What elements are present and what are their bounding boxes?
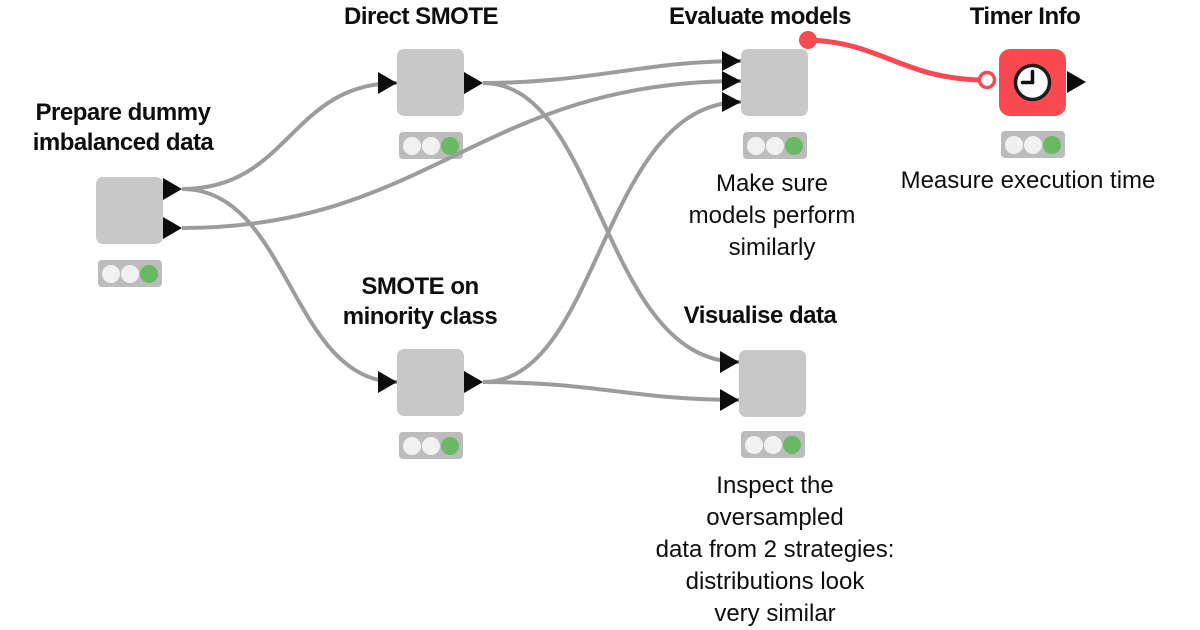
connector-smote-minority-to-evaluate[interactable] — [482, 100, 742, 384]
flow-variable-input-port-timer[interactable] — [977, 70, 997, 90]
connector-prepare-to-direct-smote[interactable] — [181, 81, 398, 191]
status-dot-off — [1024, 135, 1042, 154]
input-port-evaluate-3[interactable] — [722, 92, 741, 112]
status-dot-off — [766, 136, 784, 155]
node-title-smote-minority: SMOTE on minority class — [300, 272, 540, 332]
text-line: imbalanced data — [32, 129, 214, 156]
status-light-smote-minority — [399, 432, 463, 459]
text-line: SMOTE on — [361, 273, 479, 300]
connector-smote-minority-to-visualise[interactable] — [482, 380, 740, 402]
text-line: Prepare dummy — [35, 99, 211, 126]
clock-icon — [1013, 63, 1052, 102]
status-dot-on — [140, 264, 158, 283]
connector-prepare-to-smote-minority[interactable] — [181, 187, 398, 384]
status-dot-off — [422, 136, 440, 155]
text-line: oversampled — [706, 504, 844, 531]
status-dot-off — [403, 436, 421, 455]
input-port-visualise-1[interactable] — [720, 351, 739, 373]
status-dot-on — [441, 436, 459, 455]
node-caption-timer: Measure execution time — [878, 165, 1178, 197]
node-caption-evaluate: Make sure models perform similarly — [652, 168, 892, 264]
node-title-direct-smote: Direct SMOTE — [321, 2, 521, 32]
node-visualise[interactable] — [739, 350, 806, 417]
node-smote-minority[interactable] — [397, 349, 464, 416]
status-dot-off — [747, 136, 765, 155]
node-direct-smote[interactable] — [397, 49, 464, 116]
connector-evaluate-to-timer-flow-variable[interactable] — [807, 37, 981, 83]
output-port-prepare-1[interactable] — [163, 178, 182, 200]
status-light-visualise — [741, 431, 805, 458]
text-line: models perform — [688, 202, 856, 229]
text-line: Inspect the — [716, 472, 834, 499]
output-port-timer[interactable] — [1067, 71, 1086, 93]
input-port-evaluate-1[interactable] — [722, 51, 741, 71]
node-prepare[interactable] — [96, 177, 163, 244]
text-line: distributions look — [685, 568, 865, 595]
node-caption-visualise: Inspect the oversampled data from 2 strate… — [635, 470, 915, 630]
text-line: similarly — [728, 234, 816, 261]
status-dot-off — [403, 136, 421, 155]
connector-prepare-to-evaluate[interactable] — [181, 79, 742, 230]
connector-direct-smote-to-visualise[interactable] — [482, 81, 740, 364]
status-dot-off — [121, 264, 139, 283]
text-line: Timer Info — [969, 3, 1081, 30]
node-title-evaluate: Evaluate models — [655, 2, 865, 32]
text-line: Measure execution time — [900, 167, 1156, 194]
status-light-direct-smote — [399, 132, 463, 159]
status-light-evaluate — [743, 132, 807, 159]
text-line: Evaluate models — [669, 3, 851, 30]
status-dot-off — [102, 264, 120, 283]
status-dot-off — [422, 436, 440, 455]
status-dot-off — [745, 435, 763, 454]
input-port-smote-minority[interactable] — [378, 371, 397, 393]
flow-variable-output-port-evaluate[interactable] — [799, 31, 817, 49]
input-port-visualise-2[interactable] — [720, 389, 739, 411]
status-dot-on — [441, 136, 459, 155]
text-line: Visualise data — [683, 302, 837, 329]
connector-direct-smote-to-evaluate[interactable] — [482, 59, 742, 85]
status-dot-off — [764, 435, 782, 454]
input-port-direct-smote[interactable] — [378, 72, 397, 94]
text-line: Make sure — [715, 170, 829, 197]
status-light-prepare — [98, 260, 162, 287]
text-line: Direct SMOTE — [343, 3, 499, 30]
input-port-evaluate-2[interactable] — [722, 71, 741, 91]
node-title-timer: Timer Info — [925, 2, 1125, 32]
node-evaluate[interactable] — [741, 49, 808, 116]
status-light-timer — [1001, 131, 1065, 158]
status-dot-on — [783, 435, 801, 454]
output-port-direct-smote[interactable] — [464, 72, 483, 94]
text-line: minority class — [342, 303, 498, 330]
text-line: data from 2 strategies: — [655, 536, 895, 563]
status-dot-on — [785, 136, 803, 155]
node-timer[interactable] — [999, 49, 1066, 116]
output-port-smote-minority[interactable] — [464, 371, 483, 393]
status-dot-off — [1005, 135, 1023, 154]
node-title-prepare: Prepare dummy imbalanced data — [0, 98, 246, 158]
output-port-prepare-2[interactable] — [163, 217, 182, 239]
node-title-visualise: Visualise data — [655, 301, 865, 331]
status-dot-on — [1043, 135, 1061, 154]
text-line: very similar — [714, 600, 836, 627]
